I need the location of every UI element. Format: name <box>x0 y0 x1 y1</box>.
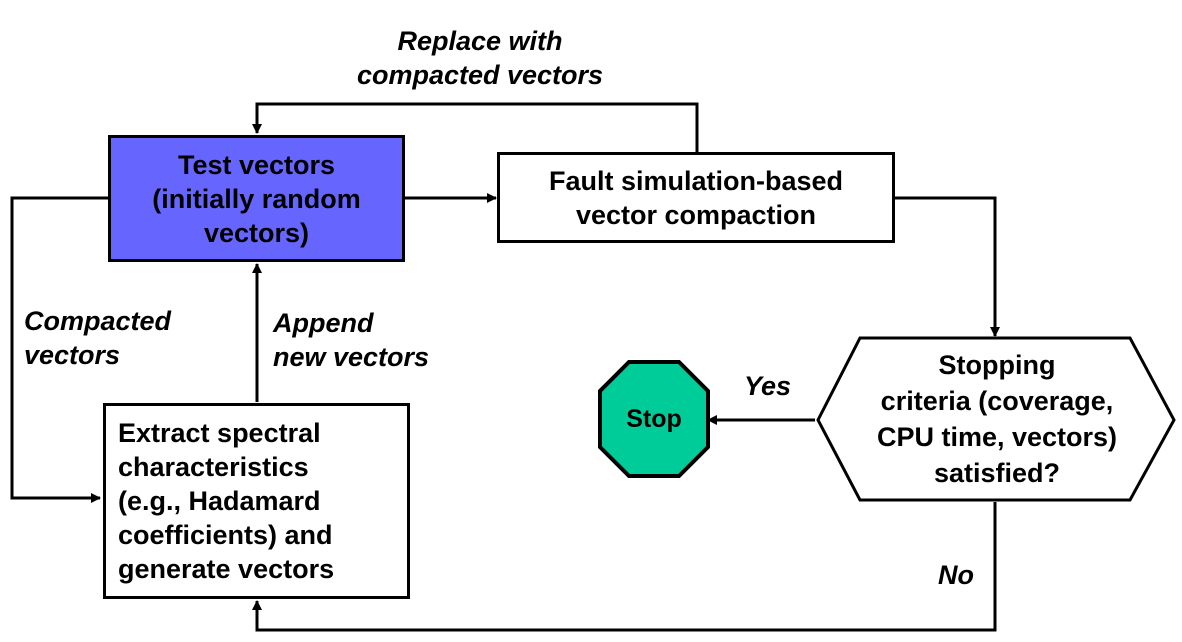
edge-compaction-to-stopping <box>895 196 1000 337</box>
test-vectors-line: vectors) <box>203 217 310 248</box>
replace-label: Replace with compacted vectors <box>300 24 660 92</box>
yes-label: Yes <box>744 371 792 401</box>
test-vectors-box: Test vectors (initially random vectors) <box>108 135 405 262</box>
append-label-line: new vectors <box>273 342 430 372</box>
compaction-line: Fault simulation-based <box>548 165 844 196</box>
stop-octagon <box>598 360 710 478</box>
test-vectors-line: (initially random <box>152 183 361 214</box>
replace-label-line: compacted vectors <box>356 60 604 90</box>
edge-stopping-to-extract <box>252 502 997 632</box>
stopping-line: CPU time, vectors) <box>876 422 1118 452</box>
stopping-line: criteria (coverage, <box>880 386 1114 416</box>
extract-line: coefficients) and <box>118 520 333 550</box>
vector-compaction-box: Fault simulation-based vector compaction <box>497 152 895 243</box>
replace-label-line: Replace with <box>397 26 563 56</box>
compaction-line: vector compaction <box>575 199 817 230</box>
extract-line: characteristics <box>118 452 309 482</box>
append-label: Append new vectors <box>273 306 429 374</box>
extract-line: (e.g., Hadamard <box>118 486 321 516</box>
stopping-criteria-text: Stopping criteria (coverage, CPU time, v… <box>822 340 1172 498</box>
stopping-line: Stopping <box>938 350 1056 380</box>
stopping-line: satisfied? <box>933 458 1061 488</box>
compacted-label-line: Compacted <box>24 306 172 336</box>
compacted-vectors-label: Compacted vectors <box>24 304 171 372</box>
compacted-label-line: vectors <box>24 340 121 370</box>
stopping-criteria-hexagon <box>816 336 1176 502</box>
extract-line: Extract spectral <box>118 418 321 448</box>
append-label-line: Append <box>273 308 374 338</box>
extract-spectral-box: Extract spectral characteristics (e.g., … <box>103 403 410 599</box>
extract-line: generate vectors <box>118 554 335 584</box>
no-label: No <box>938 560 974 590</box>
edge-test-to-extract <box>10 196 108 503</box>
edge-compaction-to-test <box>252 102 699 152</box>
stop-label: Stop <box>626 405 682 433</box>
test-vectors-line: Test vectors <box>177 149 336 180</box>
